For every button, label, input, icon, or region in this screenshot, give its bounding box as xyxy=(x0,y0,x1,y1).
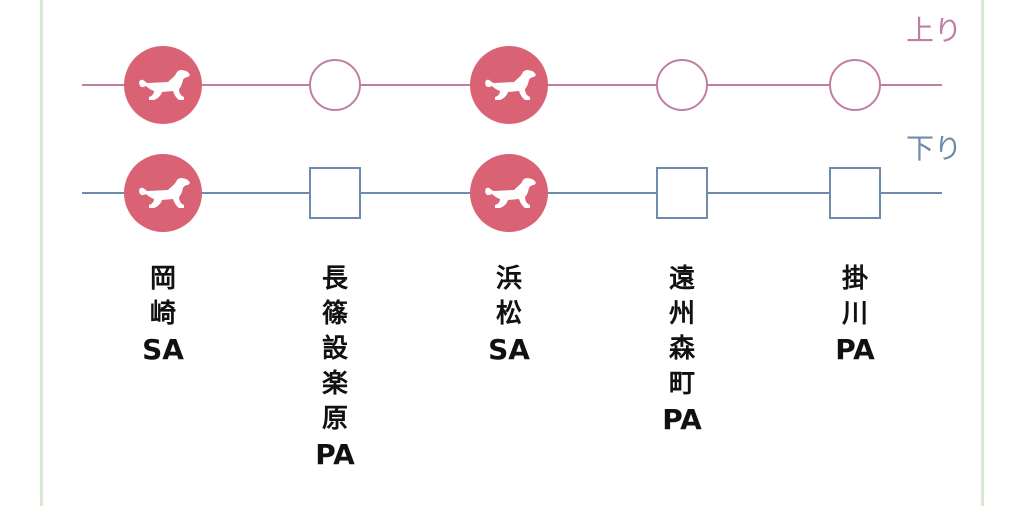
station-name-char: 松 xyxy=(495,299,522,329)
station-name-char: 森 xyxy=(668,334,695,364)
dog-icon xyxy=(470,154,548,232)
station-name: 掛川 PA xyxy=(815,262,895,367)
station-type: PA xyxy=(315,438,355,471)
station-name: 岡崎 SA xyxy=(123,262,203,367)
station-name-char: 長 xyxy=(321,264,348,294)
dog-icon xyxy=(124,46,202,124)
station-name-char: 川 xyxy=(841,299,868,329)
frame-border-right xyxy=(981,0,984,506)
station-name-char: 浜 xyxy=(495,264,522,294)
direction-label-down: 下り xyxy=(906,132,963,165)
station-name-char: 崎 xyxy=(149,299,176,329)
station-name-char: 設 xyxy=(321,334,348,364)
station-type: SA xyxy=(142,333,184,366)
station-name: 長篠設楽原 PA xyxy=(295,262,375,472)
station-type: SA xyxy=(488,333,530,366)
station-name-char: 町 xyxy=(668,369,695,399)
station-type: PA xyxy=(662,403,702,436)
station-name-char: 州 xyxy=(668,299,695,329)
pa-marker-down xyxy=(829,167,881,219)
station-name-char: 篠 xyxy=(321,299,348,329)
station-name: 遠州森町 PA xyxy=(642,262,722,437)
station-name-char: 掛 xyxy=(841,264,868,294)
pa-marker-down xyxy=(656,167,708,219)
pa-marker-up xyxy=(829,59,881,111)
station-name-char: 原 xyxy=(321,404,348,434)
pa-marker-up xyxy=(656,59,708,111)
pa-marker-up xyxy=(309,59,361,111)
dog-icon xyxy=(470,46,548,124)
station-type: PA xyxy=(835,333,875,366)
sa-marker-up xyxy=(124,46,202,124)
sa-marker-up xyxy=(470,46,548,124)
station-name-char: 遠 xyxy=(668,264,695,294)
sa-marker-down xyxy=(124,154,202,232)
dog-icon xyxy=(124,154,202,232)
direction-label-up: 上り xyxy=(906,14,963,47)
station-name: 浜松 SA xyxy=(469,262,549,367)
pa-marker-down xyxy=(309,167,361,219)
station-name-char: 岡 xyxy=(149,264,176,294)
station-name-char: 楽 xyxy=(321,369,348,399)
sa-marker-down xyxy=(470,154,548,232)
frame-border-left xyxy=(40,0,43,506)
